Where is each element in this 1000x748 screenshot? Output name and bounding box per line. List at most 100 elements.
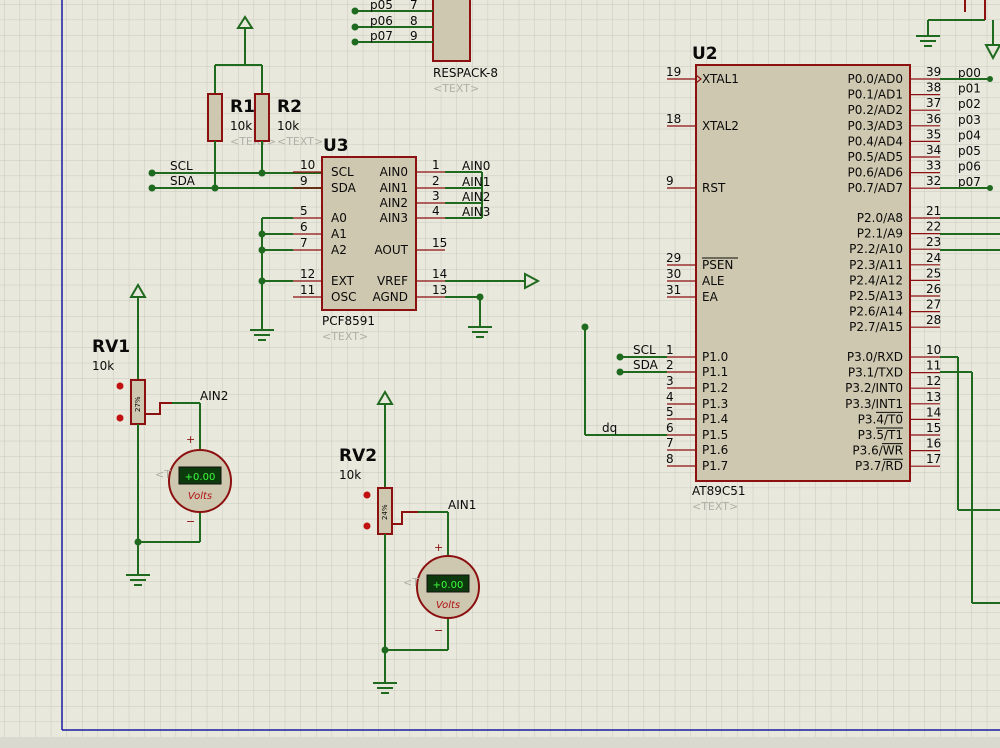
- u3-pin-num: 11: [300, 283, 315, 297]
- u2-pin-p1-2: P1.2: [702, 381, 728, 395]
- u2-net-p02: p02: [958, 97, 981, 111]
- u3-pin-ain1: AIN1: [380, 181, 408, 195]
- voltmeter-2-plus: +: [434, 541, 443, 554]
- u2-pin-num: 4: [666, 390, 674, 404]
- u3-pin-vref: VREF: [377, 274, 408, 288]
- rv1-wiring: AIN2: [134, 389, 228, 546]
- voltmeter-1-text-placeholder: <T: [155, 468, 171, 481]
- voltmeter-1[interactable]: +0.00 Volts + − <T: [155, 433, 232, 528]
- u2-pin-num: 28: [926, 313, 941, 327]
- u2-pin-num: 25: [926, 266, 941, 280]
- u3-ground-wiring: [250, 171, 541, 341]
- u2-pin-p2-2-a10: P2.2/A10: [849, 242, 903, 256]
- u2-pin-p3-0-rxd: P3.0/RXD: [847, 350, 903, 364]
- u3-pin-a0: A0: [331, 211, 347, 225]
- u2-part-label: AT89C51: [692, 484, 746, 498]
- u2-pin-p1-4: P1.4: [702, 412, 728, 426]
- u2-net-p03: p03: [958, 113, 981, 127]
- voltmeter-1-unit: Volts: [188, 491, 212, 502]
- u2-pin-xtal1: XTAL1: [702, 72, 739, 86]
- u2-pin-num: 31: [666, 283, 681, 297]
- u2-pin-num: 2: [666, 358, 674, 372]
- net-label-sda-u3: SDA: [170, 174, 196, 188]
- potentiometer-rv1[interactable]: 27% RV1 10k: [92, 283, 172, 586]
- net-label-ain2: AIN2: [200, 389, 228, 403]
- u2-pin-num: 23: [926, 235, 941, 249]
- u3-pin-sda: SDA: [331, 181, 357, 195]
- respack-net-p05: p05: [370, 0, 393, 12]
- u2-pin-num: 36: [926, 112, 941, 126]
- u3-text-placeholder: <TEXT>: [322, 330, 368, 343]
- u2-net-p05: p05: [958, 144, 981, 158]
- u2-pin-num: 14: [926, 405, 941, 419]
- u2-net-p06: p06: [958, 160, 981, 174]
- status-strip: [0, 737, 1000, 748]
- voltmeter-2[interactable]: +0.00 Volts + − <T: [403, 541, 480, 637]
- voltmeter-1-plus: +: [186, 433, 195, 446]
- u3-pin-num: 15: [432, 236, 447, 250]
- u2-pin-num: 26: [926, 282, 941, 296]
- r2-value: 10k: [277, 119, 299, 133]
- u2-pin-num: 38: [926, 81, 941, 95]
- u3-pin-num: 4: [432, 204, 440, 218]
- u2-pin-num: 8: [666, 452, 674, 466]
- u3-pin-num: 12: [300, 267, 315, 281]
- u2-pin-num: 11: [926, 359, 941, 373]
- respack-pin-num: 8: [410, 14, 418, 28]
- u2-pin-p0-5-ad5: P0.5/AD5: [848, 150, 903, 164]
- u2-pin-num: 24: [926, 251, 941, 265]
- net-label-dq: dq: [602, 421, 617, 435]
- u2-pin-num: 35: [926, 127, 941, 141]
- rv1-value: 10k: [92, 359, 114, 373]
- u3-pin-num: 13: [432, 283, 447, 297]
- resistor-r2[interactable]: R2 10k <TEXT>: [254, 93, 323, 173]
- u2-pin-p0-6-ad6: P0.6/AD6: [848, 166, 903, 180]
- u2-pin-p1-1: P1.1: [702, 365, 728, 379]
- u3-pin-num: 7: [300, 236, 308, 250]
- potentiometer-rv2[interactable]: 24% RV2 10k: [339, 390, 418, 694]
- u2-pin-num: 17: [926, 452, 941, 466]
- u2-pin-p1-0: P1.0: [702, 350, 728, 364]
- u3-net-ain1: AIN1: [462, 175, 490, 189]
- u3-pin-ain3: AIN3: [380, 211, 408, 225]
- u2-pin-p2-1-a9: P2.1/A9: [857, 227, 903, 241]
- u2-pin-p2-3-a11: P2.3/A11: [849, 258, 903, 272]
- u2-pin-p3-6-wr: P3.6/WR: [852, 444, 903, 458]
- u2-pin-num: 16: [926, 437, 941, 451]
- u3-pin-num: 3: [432, 189, 440, 203]
- u2-pin-p2-4-a12: P2.4/A12: [849, 273, 903, 287]
- u2-pin-rst: RST: [702, 181, 726, 195]
- u2-pin-p1-7: P1.7: [702, 459, 728, 473]
- u2-pin-p3-7-rd: P3.7/RD: [855, 459, 903, 473]
- rv2-ref: RV2: [339, 446, 377, 466]
- u2-pin-num: 22: [926, 220, 941, 234]
- u3-pin-num: 9: [300, 174, 308, 188]
- rv1-percent: 27%: [134, 396, 142, 412]
- u2-pin-num: 27: [926, 298, 941, 312]
- u2-pin-ale: ALE: [702, 274, 724, 288]
- u2-net-p07: p07: [958, 175, 981, 189]
- voltmeter-2-unit: Volts: [436, 600, 460, 611]
- u2-pin-p2-5-a13: P2.5/A13: [849, 289, 903, 303]
- resistor-r1[interactable]: R1 10k <TEXT>: [207, 93, 276, 188]
- u2-pin-p2-7-a15: P2.7/A15: [849, 320, 903, 334]
- u3-pin-num: 10: [300, 158, 315, 172]
- u2-pin-p3-2-int0: P3.2/INT0: [845, 381, 903, 395]
- u3-pin-a1: A1: [331, 227, 347, 241]
- u3-pin-scl: SCL: [331, 165, 354, 179]
- u2-pin-p0-4-ad4: P0.4/AD4: [848, 134, 903, 148]
- u3-pin-ain2: AIN2: [380, 196, 408, 210]
- u3-pin-a2: A2: [331, 243, 347, 257]
- u3-pin-agnd: AGND: [372, 290, 408, 304]
- net-label-scl-u3: SCL: [170, 159, 193, 173]
- u2-pin-num: 7: [666, 436, 674, 450]
- u3-pin-ext: EXT: [331, 274, 355, 288]
- u2-pin-ea: EA: [702, 290, 719, 304]
- u2-pin-p3-3-int1: P3.3/INT1: [845, 397, 903, 411]
- u3-pin-num: 5: [300, 204, 308, 218]
- rv2-percent: 24%: [381, 504, 389, 520]
